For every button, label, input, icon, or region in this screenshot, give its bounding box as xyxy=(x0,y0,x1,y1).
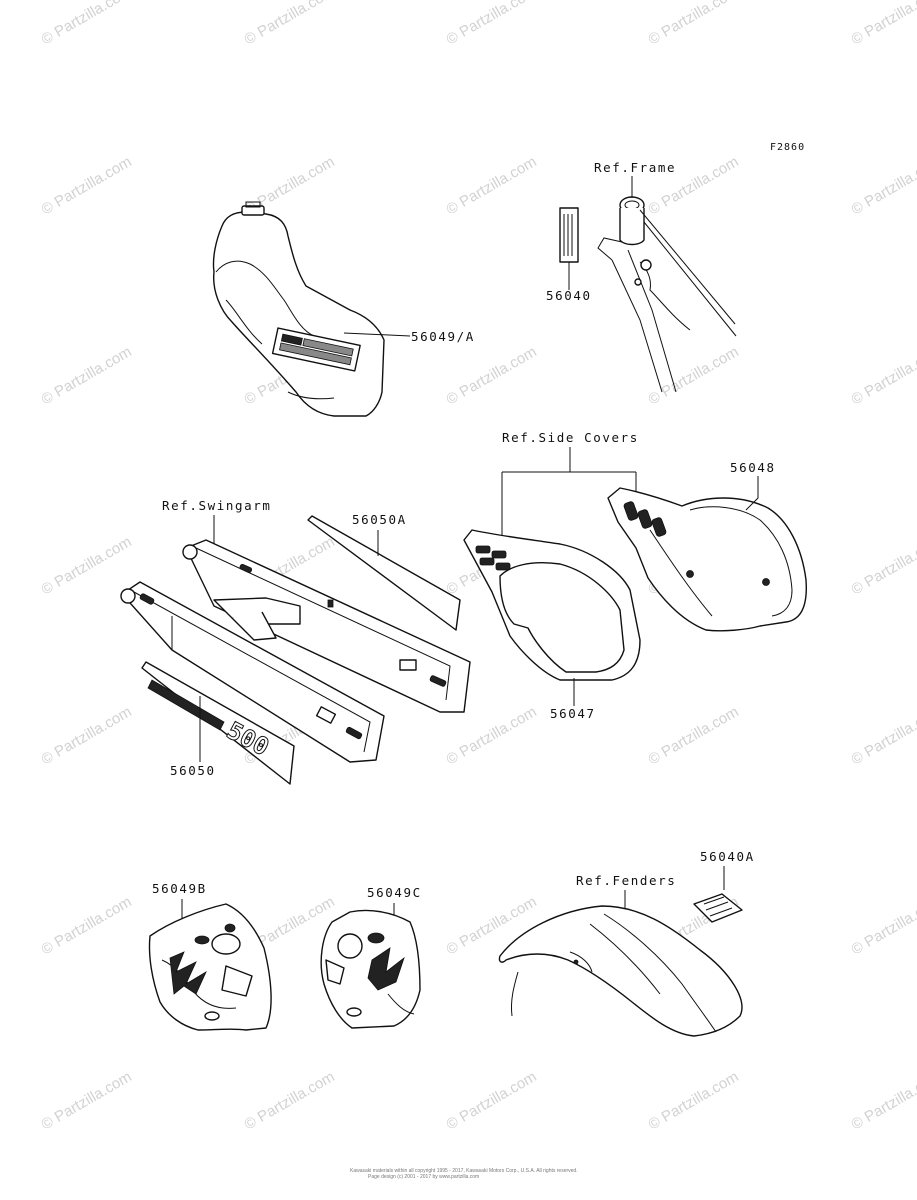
watermark-text: © Partzilla.com xyxy=(849,0,917,48)
label-ref-side-covers: Ref.Side Covers xyxy=(502,430,639,445)
label-56050: 56050 xyxy=(170,763,216,778)
watermark-text: © Partzilla.com xyxy=(242,1068,338,1133)
side-cover-right xyxy=(607,487,807,632)
tank-decal xyxy=(271,327,361,372)
watermark-text: © Partzilla.com xyxy=(242,0,338,48)
label-56049-a: 56049/A xyxy=(411,329,475,344)
swingarm-decal-56050: 500 xyxy=(141,661,295,785)
label-56049c: 56049C xyxy=(367,885,422,900)
watermark-text: © Partzilla.com xyxy=(444,1068,540,1133)
fuel-tank-illustration xyxy=(212,201,385,417)
side-cover-left xyxy=(463,529,641,681)
label-56040a: 56040A xyxy=(700,849,755,864)
leader-56049a xyxy=(343,332,411,337)
watermark-text: © Partzilla.com xyxy=(39,1068,135,1133)
watermark-text: © Partzilla.com xyxy=(444,0,540,48)
watermark-text: © Partzilla.com xyxy=(849,703,917,768)
label-56050a: 56050A xyxy=(352,512,407,527)
figure-code: F2860 xyxy=(770,142,805,153)
watermark-text: © Partzilla.com xyxy=(646,0,742,48)
watermark-text: © Partzilla.com xyxy=(39,893,135,958)
watermark-text: © Partzilla.com xyxy=(849,893,917,958)
watermark-text: © Partzilla.com xyxy=(646,343,742,408)
label-ref-swingarm: Ref.Swingarm xyxy=(162,498,272,513)
shroud-left xyxy=(148,903,272,1031)
watermark-text: © Partzilla.com xyxy=(39,153,135,218)
watermark-text: © Partzilla.com xyxy=(39,703,135,768)
label-56049b: 56049B xyxy=(152,881,207,896)
frame-decal xyxy=(559,207,579,263)
watermark-text: © Partzilla.com xyxy=(849,533,917,598)
watermark-text: © Partzilla.com xyxy=(444,343,540,408)
watermark-text: © Partzilla.com xyxy=(444,153,540,218)
fender-illustration xyxy=(498,905,743,1037)
shroud-right xyxy=(320,909,421,1029)
label-ref-fenders: Ref.Fenders xyxy=(576,873,676,888)
watermark-text: © Partzilla.com xyxy=(646,703,742,768)
watermark-text: © Partzilla.com xyxy=(39,533,135,598)
swingarm-decal-56050a xyxy=(307,515,461,631)
watermark-text: © Partzilla.com xyxy=(849,153,917,218)
watermark-text: © Partzilla.com xyxy=(646,1068,742,1133)
label-56040: 56040 xyxy=(546,288,592,303)
watermark-text: © Partzilla.com xyxy=(849,343,917,408)
watermark-text: © Partzilla.com xyxy=(849,1068,917,1133)
label-ref-frame: Ref.Frame xyxy=(594,160,676,175)
copyright-footer-line1: Kawasaki materials within all copyright … xyxy=(350,1168,578,1174)
leader-ref-side-covers xyxy=(501,447,637,536)
label-56047: 56047 xyxy=(550,706,596,721)
leader-56048 xyxy=(745,476,759,511)
watermark-text: © Partzilla.com xyxy=(39,343,135,408)
copyright-footer-line2: Page design (c) 2001 - 2017 by www.partz… xyxy=(368,1174,479,1180)
fender-decal-56040a xyxy=(693,893,743,923)
watermark-text: © Partzilla.com xyxy=(444,703,540,768)
watermark-text: © Partzilla.com xyxy=(39,0,135,48)
label-56048: 56048 xyxy=(730,460,776,475)
frame-illustration xyxy=(597,196,737,393)
swingarm-illustration xyxy=(120,539,471,763)
